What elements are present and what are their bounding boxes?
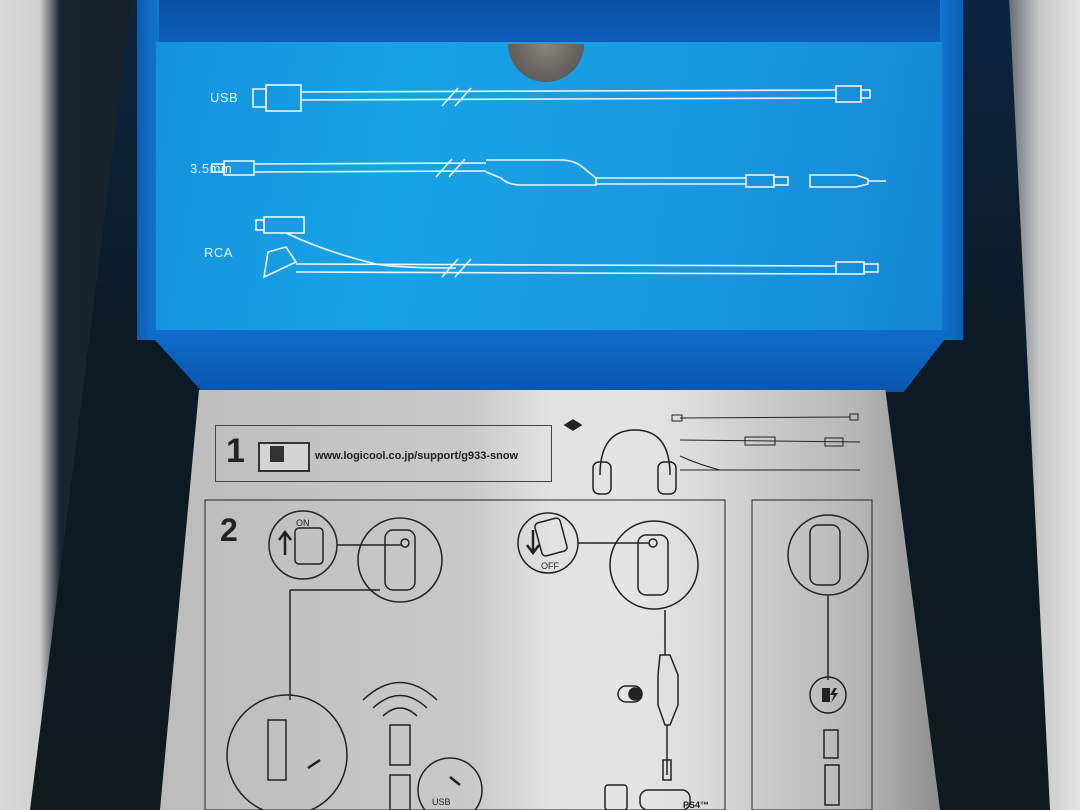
rca-cable-icon [255,216,879,279]
step-1-panel [215,425,552,482]
insert-left-wall [137,0,159,340]
support-url[interactable]: www.logicool.co.jp/support/g933-snow [315,450,519,462]
step-2-number: 2 [220,512,238,548]
battery-charging-icon [822,688,830,702]
power-on-label: ON [296,518,310,528]
contents-cables [671,413,861,471]
download-icon [270,446,284,462]
light-reflection [560,390,730,810]
box-open-icon [563,419,583,431]
headset-icon [592,429,677,495]
audio-cable-label: 3.5mm [190,161,233,176]
insert-front-wall [146,330,952,392]
setup-diagram [204,413,873,810]
step-1-number: 1 [226,432,245,470]
audio-cable-icon [211,158,886,188]
lightning-icon [830,688,838,703]
console-label: PS4™ [683,800,710,810]
usb-cable-label: USB [210,90,239,105]
cable-guide-panel [156,42,942,342]
insert-right-wall [940,0,963,340]
monitor-download-icon [258,442,310,472]
rca-cable-label: RCA [204,245,233,260]
usb-cable-icon [252,84,871,112]
cable-illustrations [211,84,886,279]
power-off-label: OFF [541,561,559,571]
usb-port-label: USB [432,797,451,807]
